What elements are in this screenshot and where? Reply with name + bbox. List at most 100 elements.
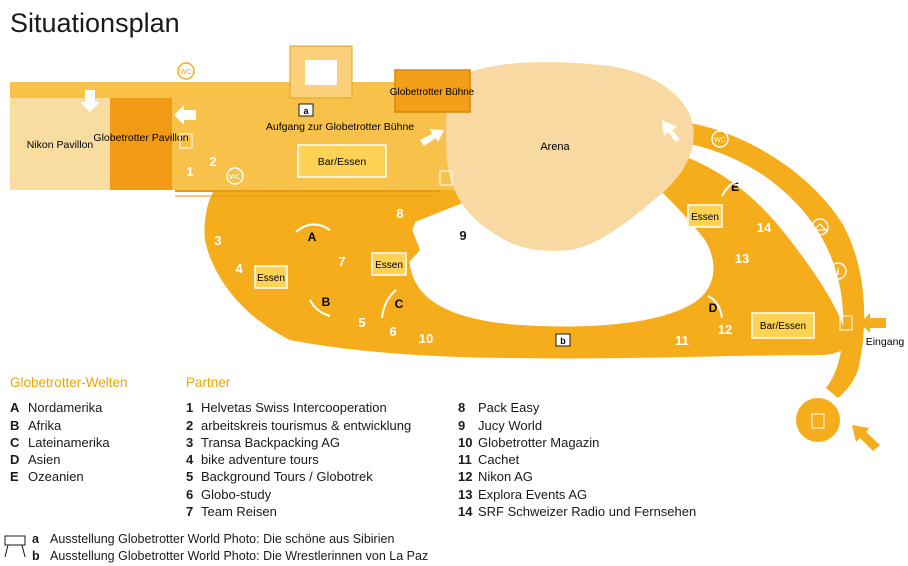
nikon-pavillon-label: Nikon Pavillon [27,139,94,151]
legend-partner-item-label: Pack Easy [478,400,540,416]
marker-2: 2 [209,154,216,169]
legend-welten-item: B Afrika [10,417,128,434]
legend-welten-item-key: D [10,452,20,468]
legend-partner-item-label: Explora Events AG [478,486,588,502]
legend-welten-item: C Lateinamerika [10,434,128,451]
marker-4: 4 [235,261,243,276]
arc-C [381,289,397,319]
legend-partner-item-key: 9 [458,417,466,433]
marker-7: 7 [338,254,345,269]
globetrotter-pavillon [110,98,172,190]
note-item: a Ausstellung Globetrotter World Photo: D… [32,531,428,548]
marker-8: 8 [396,206,403,221]
note-item-key: a [32,532,39,546]
legend-partner-item: 3 Transa Backpacking AG [186,434,411,451]
legend-partner-item: 4 bike adventure tours [186,451,411,468]
cloakroom-icon [811,218,829,236]
aufgang-label: Aufgang zur Globetrotter Bühne [266,121,414,133]
marker-B: B [322,295,331,309]
legend-partner-item-key: 3 [186,434,194,450]
marker-5: 5 [358,315,365,330]
legend-welten-heading: Globetrotter-Welten [10,375,128,390]
eingang-label: Eingang [866,336,905,348]
legend-welten-item-key: C [10,434,20,450]
note-item-label: Ausstellung Globetrotter World Photo: Di… [50,549,429,563]
legend-welten-item-label: Afrika [28,417,62,433]
legend-partner-item-key: 14 [458,504,473,520]
note-item-key: b [32,549,40,563]
svg-text:b: b [560,336,566,346]
legend-welten-item: A Nordamerika [10,399,128,416]
legend-partner-item-label: Cachet [478,452,520,468]
essen-left-box [254,265,288,289]
marker-9: 9 [459,228,466,243]
arena [445,62,694,251]
arc-E [721,179,747,197]
arena-label: Arena [540,141,570,153]
svg-text:WC: WC [229,174,241,181]
arc-D [707,295,723,319]
essen-mid-label: Essen [375,260,403,271]
wc-icon: WC [177,62,195,80]
legend-welten-item-key: A [10,400,20,416]
legend-welten-item-key: E [10,469,19,485]
bar-essen-top-box [297,144,387,178]
marker-12: 12 [718,322,732,337]
svg-text:i: i [837,267,840,278]
marker-14: 14 [757,220,772,235]
legend-welten-item-label: Ozeanien [28,469,84,485]
restroom-icon [179,133,853,429]
svg-text:a: a [303,106,309,116]
arc-A [295,223,331,233]
legend-partner-item-label: Jucy World [478,417,543,433]
legend-partner-item-key: 10 [458,434,473,450]
marker-D: D [709,301,718,315]
legend-partner-item: 11 Cachet [458,451,696,468]
legend-partner-item-key: 5 [186,469,194,485]
wc-icon-3: WC [711,130,729,148]
stage-stairs-inner [305,60,337,85]
arc-B [309,299,331,317]
marker-6: 6 [389,324,396,339]
legend-welten-item-label: Lateinamerika [28,434,110,450]
lower-loop [204,150,849,359]
bar-essen-right-label: Bar/Essen [760,321,806,332]
legend-welten-item: E Ozeanien [10,468,128,485]
right-arm [660,120,865,398]
legend-partner-item-key: 1 [186,400,194,416]
marker-10: 10 [419,331,433,346]
legend-welten-item-label: Nordamerika [28,400,103,416]
legend-partner-item-key: 4 [186,452,194,468]
marker-E: E [731,180,739,194]
svg-text:WC: WC [180,69,192,76]
essen-right-label: Essen [691,212,719,223]
legend-partner-item-label: Globo-study [201,486,272,502]
legend-partner-item-key: 11 [458,452,472,468]
page-title: Situationsplan [10,8,180,38]
essen-right-box [687,204,723,228]
bar-essen-right-box [751,312,815,339]
essen-mid-box [371,252,407,276]
nikon-pavillon [10,98,110,190]
legend-partner-item-label: arbeitskreis tourismus & entwicklung [201,417,412,433]
legend-welten-item-key: B [10,417,20,433]
legend-partner-item-label: Transa Backpacking AG [201,434,340,450]
marker-11: 11 [675,333,689,348]
note-item-label: Ausstellung Globetrotter World Photo: Di… [50,532,395,546]
marker-13: 13 [735,251,749,266]
legend-partner-item-label: SRF Schweizer Radio und Fernsehen [478,504,697,520]
legend-partner-item-label: bike adventure tours [201,452,319,468]
